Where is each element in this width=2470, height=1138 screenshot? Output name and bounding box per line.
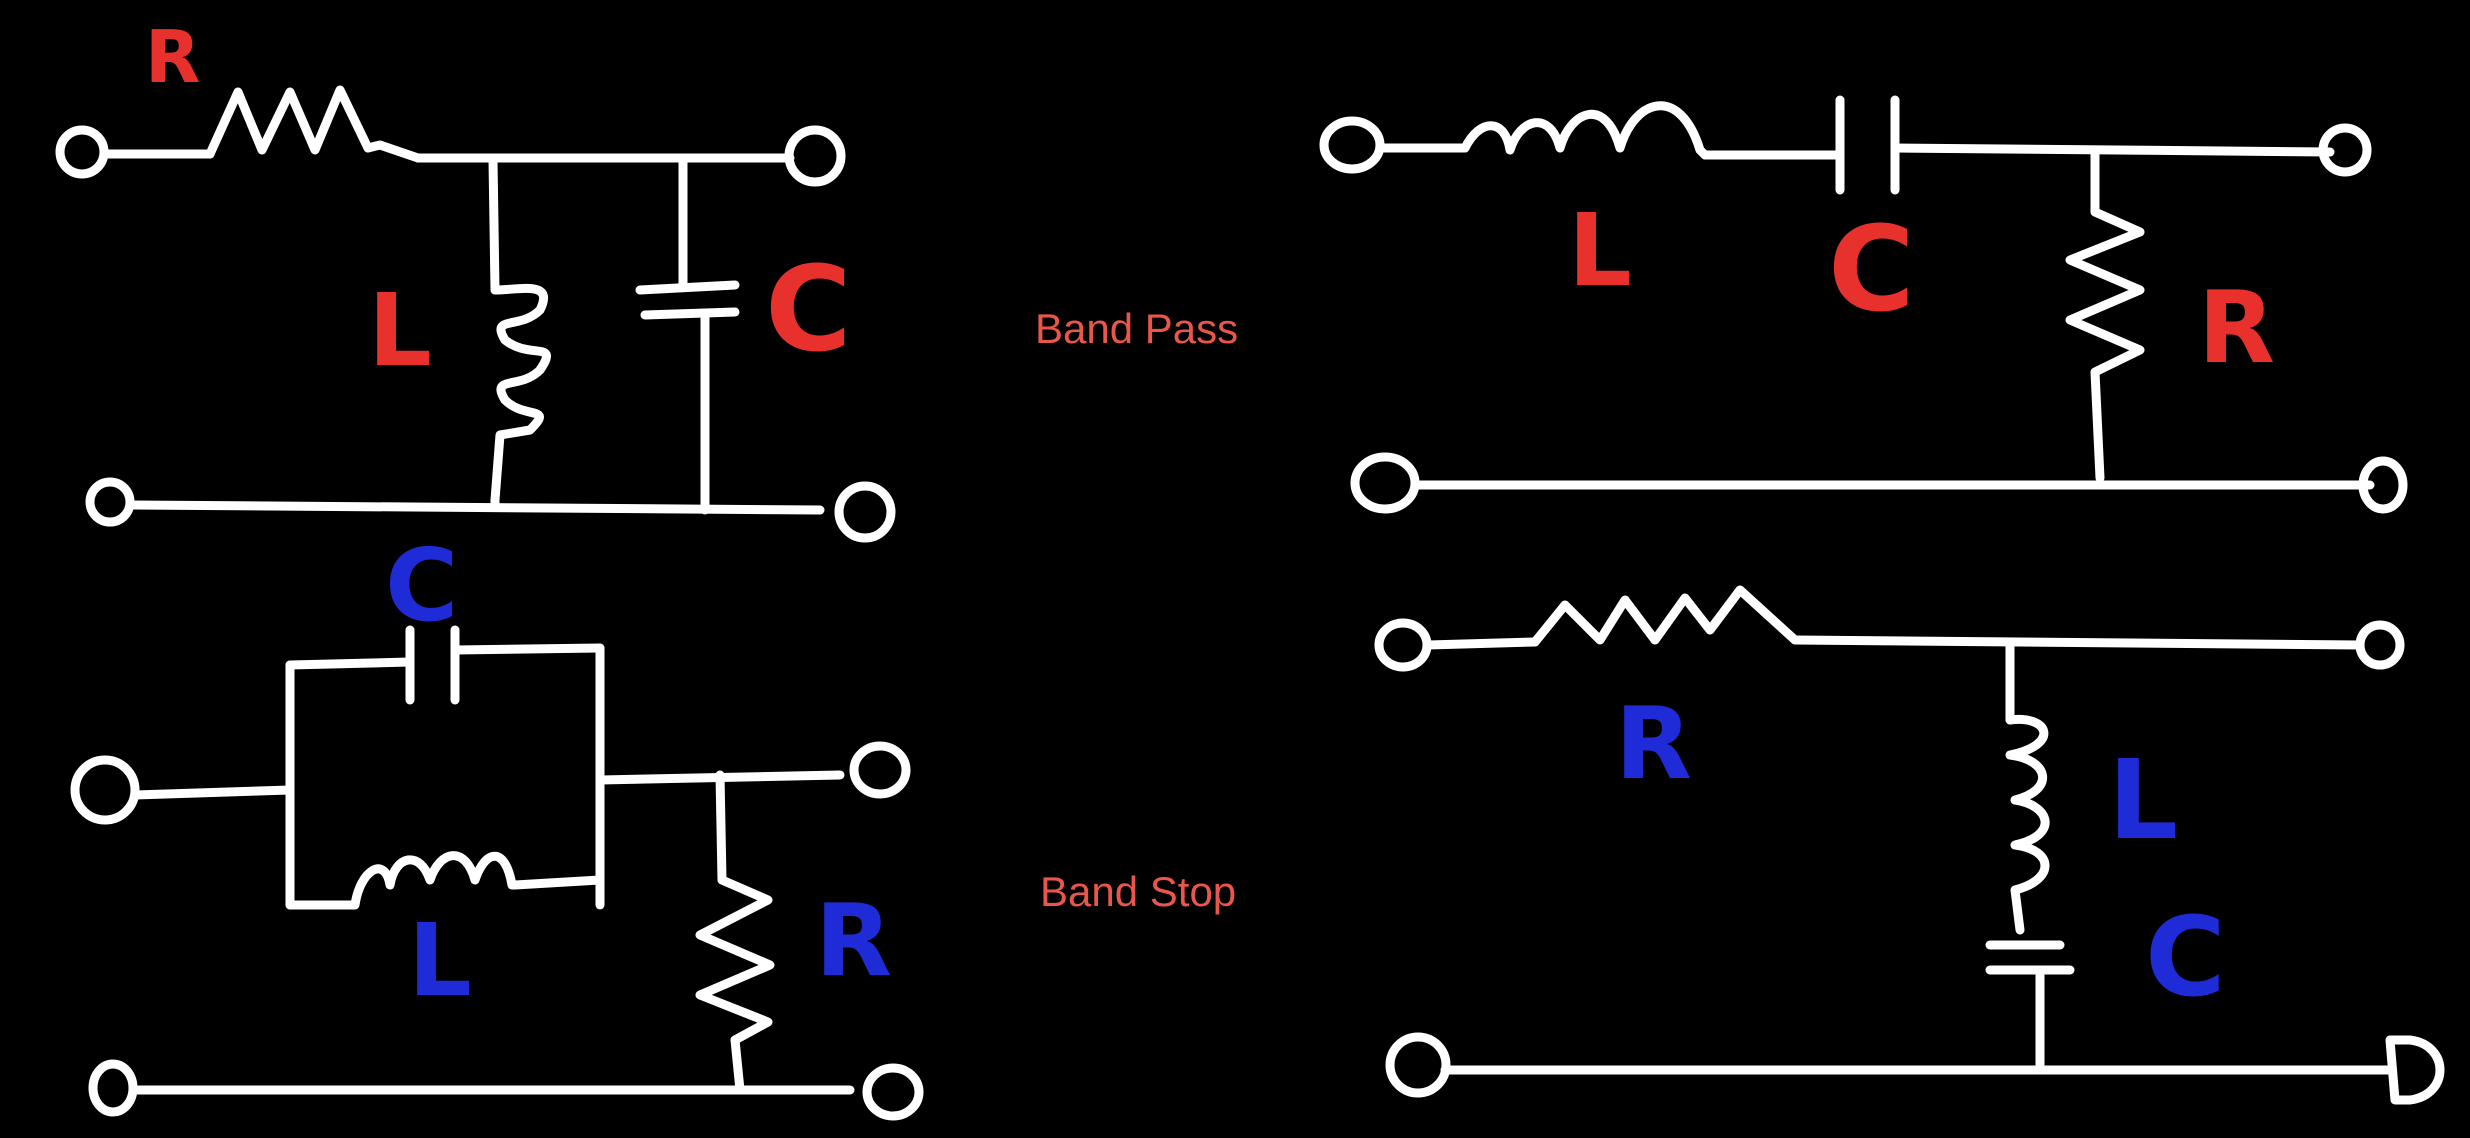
inductor-shunt xyxy=(2005,714,2050,935)
resistor-shunt xyxy=(2065,145,2145,483)
tank-top-right-wire xyxy=(450,643,605,655)
inductor-series xyxy=(1460,101,1710,160)
terminal-out-bottom xyxy=(2385,1035,2445,1105)
caption-band-stop: Band Stop xyxy=(1040,868,1237,915)
wire-bottom-rail xyxy=(127,500,825,515)
terminal-out-top xyxy=(2318,123,2372,177)
terminal-out-top xyxy=(849,741,911,799)
terminal-in-bottom xyxy=(85,477,135,527)
inductor-shunt xyxy=(488,155,551,505)
capacitor-shunt-plate-top xyxy=(635,280,740,295)
tank-top-left-wire xyxy=(285,657,415,670)
resistor-series xyxy=(1530,585,1800,647)
circuit-top-left: R L C xyxy=(55,15,896,543)
capacitor-shunt-plate-bottom xyxy=(640,307,740,320)
label-r: R xyxy=(815,882,892,999)
caption-band-pass: Band Pass xyxy=(1035,305,1239,352)
terminal-in-bottom xyxy=(88,1059,138,1117)
label-c: C xyxy=(2145,893,2226,1021)
label-r: R xyxy=(145,15,200,99)
label-l: L xyxy=(1568,192,1632,309)
terminal-out-bottom xyxy=(834,481,896,543)
wire-bottom-left-input xyxy=(130,785,295,800)
circuit-bottom-left: C L R xyxy=(70,527,924,1121)
terminal-in-bottom xyxy=(1350,452,1420,514)
terminal-out-top xyxy=(784,125,846,187)
label-l: L xyxy=(368,272,432,389)
circuit-top-right: L C R xyxy=(1319,95,2408,514)
resistor-shunt xyxy=(695,770,775,1095)
terminal-in-bottom xyxy=(1385,1032,1451,1098)
label-c: C xyxy=(385,527,458,644)
terminal-in-top xyxy=(70,755,140,825)
circuit-bottom-right: R L C xyxy=(1374,585,2445,1105)
terminal-out-top xyxy=(2355,620,2405,670)
terminal-out-bottom xyxy=(2358,456,2408,514)
wire-bottom-right-top-rail xyxy=(1790,635,2365,650)
terminal-in-top xyxy=(1319,116,1385,174)
wire-bottom-right-input xyxy=(1423,637,1540,650)
resistor-top-left xyxy=(205,85,423,163)
terminal-out-bottom xyxy=(862,1063,924,1121)
label-c: C xyxy=(765,240,852,378)
label-l: L xyxy=(408,902,472,1019)
label-r: R xyxy=(1615,685,1692,802)
inductor-tank xyxy=(285,851,605,910)
label-c: C xyxy=(1828,200,1915,338)
label-l: L xyxy=(2108,736,2178,864)
terminal-in-top xyxy=(1374,618,1432,672)
terminal-in-top xyxy=(55,125,109,179)
label-r: R xyxy=(2198,269,2275,386)
wire-top-right-top-rail xyxy=(1890,143,2335,157)
